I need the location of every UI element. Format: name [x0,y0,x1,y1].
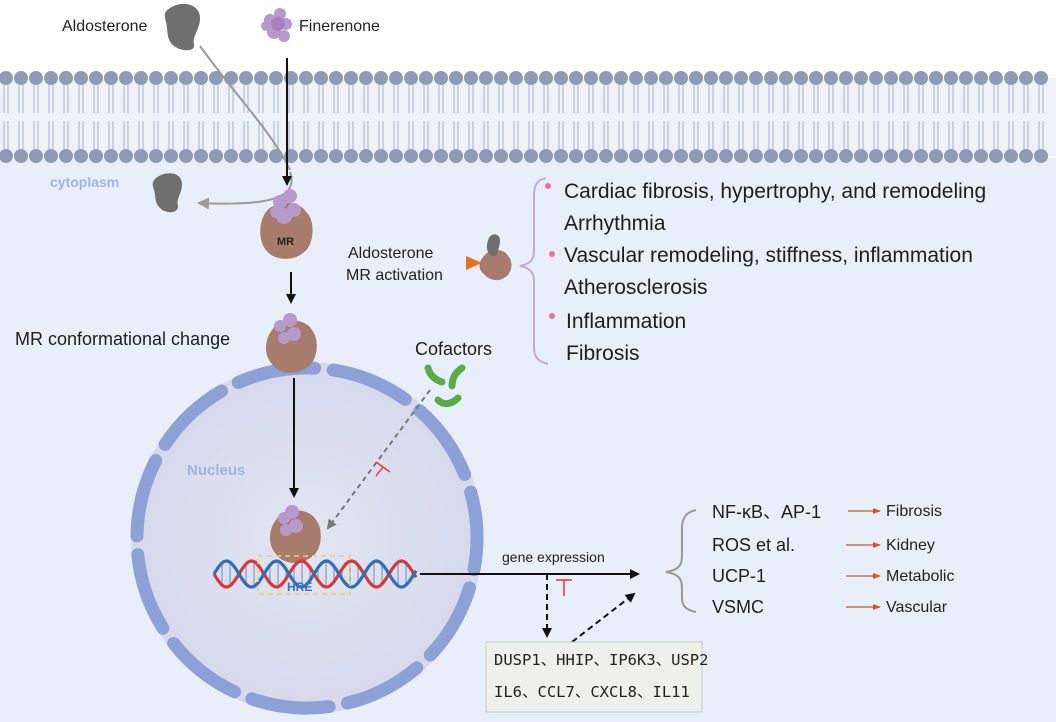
effect-item: Arrhythmia [564,212,666,235]
cofactors-label: Cofactors [415,339,492,359]
finerenone-label: Finerenone [299,18,380,35]
aldosterone-icon [164,3,200,51]
cofactor-recruitment-arrow [326,389,431,530]
gene-expression-inhibition-mark [556,579,572,596]
aldosterone-label: Aldosterone [62,18,147,35]
target-genes-line1: DUSP1、HHIP、IP6K3、USP2 [494,651,708,669]
effect-item: Atherosclerosis [564,276,708,299]
mr-dna-bound-icon [270,505,321,563]
finerenone-icon [261,8,292,42]
target-factor: NF-κB、AP-1 [712,502,821,522]
effects-list: Cardiac fibrosis, hypertrophy, and remod… [545,180,986,365]
activation-label-line2: MR activation [346,267,443,284]
target-outcome: Fibrosis [886,503,942,520]
mr-receptor-icon [260,189,313,259]
effect-item: Inflammation [566,310,686,333]
target-genes-box [485,641,703,713]
dna-helix-icon [212,559,418,589]
effect-bullet [545,183,551,189]
effect-bullet [549,313,555,319]
mr-label: MR [277,236,294,248]
cofactors-icon [424,364,466,408]
target-factor: UCP-1 [712,566,766,586]
conformational-change-label: MR conformational change [15,329,230,349]
cytoplasm-label: cytoplasm [50,174,119,190]
effect-item: Cardiac fibrosis, hypertrophy, and remod… [564,180,986,203]
nucleus-label: Nucleus [187,462,245,479]
aldosterone-entry-path [199,45,291,171]
effect-item: Fibrosis [566,342,640,365]
mr-conformational-icon [266,313,317,373]
effects-brace [519,177,549,365]
target-factor: ROS et al. [712,535,795,555]
mr-aldosterone-complex-icon [479,234,512,281]
activation-label-line1: Aldosterone [348,245,433,262]
aldosterone-displaced-icon [152,173,182,213]
target-outcome: Vascular [886,599,948,616]
gene-feedback-arrow [571,592,636,643]
cofactor-inhibition-mark [375,461,391,477]
cytoplasm-background [0,158,1056,722]
target-factor: VSMC [712,597,764,617]
target-genes-line2: IL6、CCL7、CXCL8、IL11 [494,683,690,701]
hre-label: HRE [287,580,312,594]
targets-brace [665,509,697,613]
hre-box [257,555,351,595]
gene-expression-label: gene expression [502,549,605,565]
effect-bullet [549,251,555,257]
effect-item: Vascular remodeling, stiffness, inflamma… [564,244,973,267]
targets-list: NF-κB、AP-1 Fibrosis ROS et al. Kidney UC… [712,502,954,617]
target-outcome: Kidney [886,537,935,554]
cell-membrane [0,71,1056,163]
target-outcome: Metabolic [886,568,954,585]
